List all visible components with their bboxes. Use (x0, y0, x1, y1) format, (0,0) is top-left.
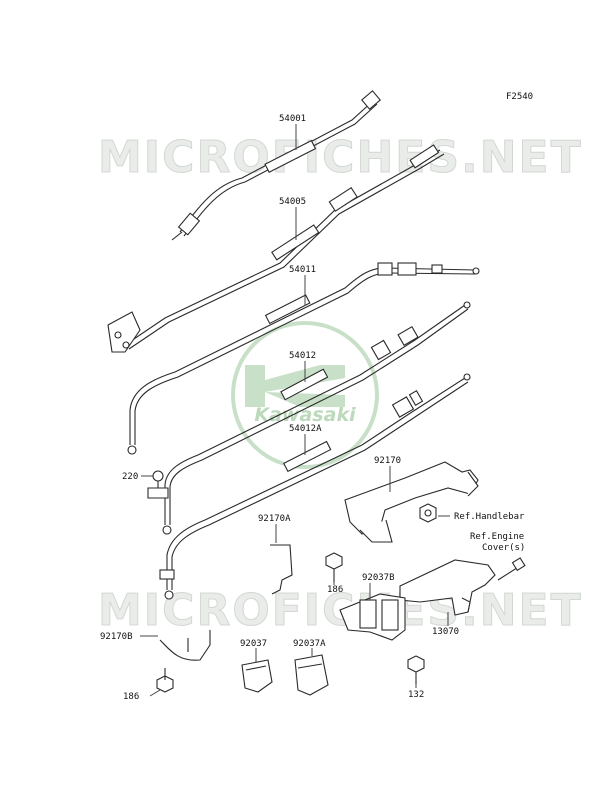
cable-54011 (127, 262, 480, 455)
ref-handlebar-label: Ref.Handlebar (454, 512, 525, 522)
figure-code: F2540 (506, 92, 533, 102)
cable-54012 (162, 301, 471, 535)
cable-54005 (107, 144, 445, 353)
clamp-92170a (270, 544, 293, 595)
bolt-engine-cover (497, 557, 526, 581)
watermark-top: MICROFICHES.NET (98, 132, 583, 183)
callout-54012: 54012 (289, 351, 316, 361)
bracket-92170 (344, 461, 479, 543)
callout-220: 220 (122, 472, 138, 482)
clip-92037a (294, 654, 329, 696)
callout-92170a: 92170A (258, 514, 291, 524)
bolt-186-lower (156, 668, 174, 693)
callout-92170b: 92170B (100, 632, 133, 642)
callout-54005: 54005 (279, 197, 306, 207)
bolt-132 (407, 655, 425, 684)
speedometer-cable-54001 (171, 90, 381, 241)
callout-92170: 92170 (374, 456, 401, 466)
cable-54012a (159, 373, 471, 600)
kawasaki-logo: Kawasaki (231, 321, 379, 469)
callout-92037: 92037 (240, 639, 267, 649)
callout-132: 132 (408, 690, 424, 700)
nut-handlebar (419, 503, 437, 523)
callout-54012a: 54012A (289, 424, 322, 434)
kawasaki-logo-text: Kawasaki (254, 404, 356, 426)
callout-186-lower: 186 (123, 692, 139, 702)
clamp-92170b (159, 630, 211, 661)
watermark-bottom: MICROFICHES.NET (98, 585, 583, 636)
bracket-13070 (399, 559, 496, 616)
clip-92037 (241, 659, 273, 693)
callout-54011: 54011 (289, 265, 316, 275)
bolt-220 (147, 470, 169, 499)
callout-186-upper: 186 (327, 585, 343, 595)
bracket-92037b (339, 593, 406, 641)
callout-92037b: 92037B (362, 573, 395, 583)
ref-engine-label: Ref.Engine (470, 532, 524, 542)
ref-engine-cover-label: Cover(s) (482, 543, 525, 553)
callout-13070: 13070 (432, 627, 459, 637)
bolt-186-upper (325, 552, 343, 582)
leader-lines (140, 124, 450, 697)
callout-92037a: 92037A (293, 639, 326, 649)
callout-54001: 54001 (279, 114, 306, 124)
